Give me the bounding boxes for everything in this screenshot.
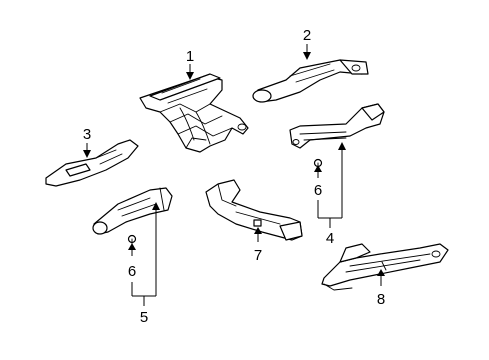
- part-7-lower-center-duct: [205, 179, 303, 241]
- part-4-side-duct: [289, 103, 385, 149]
- part-2-upper-duct: [252, 59, 369, 103]
- callout-3-label: 3: [83, 126, 91, 143]
- part-8-floor-duct: [321, 243, 449, 291]
- callout-4-label: 4: [326, 230, 334, 247]
- part-3-left-duct: [45, 139, 139, 187]
- callout-6-left-leader: [128, 243, 136, 256]
- callout-4-bracket: [317, 142, 346, 228]
- callout-1-label: 1: [186, 48, 194, 65]
- callout-6-right-leader: [314, 165, 322, 178]
- callout-5-label: 5: [140, 309, 148, 326]
- callout-7-label: 7: [254, 247, 262, 264]
- callout-8-label: 8: [377, 291, 385, 308]
- callout-2-leader: [303, 44, 311, 60]
- callout-8-leader: [377, 269, 385, 286]
- callout-2-label: 2: [303, 27, 311, 44]
- callout-6-left-label: 6: [128, 263, 136, 280]
- callout-3-leader: [83, 143, 91, 158]
- callout-1-leader: [186, 64, 194, 80]
- callout-5-bracket: [131, 202, 160, 306]
- callout-7-leader: [254, 227, 262, 242]
- part-1-center-duct: [139, 73, 249, 153]
- part-5-lower-left-duct: [92, 187, 173, 235]
- callout-6-right-label: 6: [314, 182, 322, 199]
